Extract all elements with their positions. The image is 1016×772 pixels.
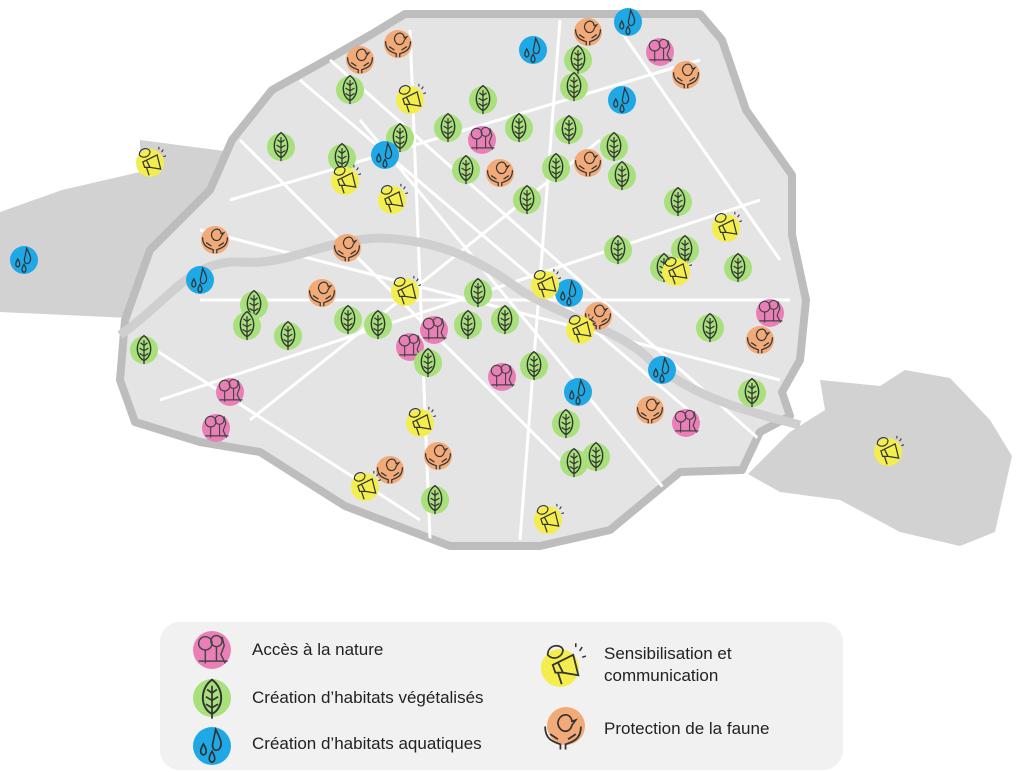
marker-green leaf-icon[interactable] [513,184,541,215]
marker-access people-nature-icon[interactable] [396,333,424,361]
marker-fauna bird-hands-icon[interactable] [384,30,412,58]
marker-fauna bird-hands-icon[interactable] [346,46,374,74]
legend-label: Création d’habitats aquatiques [252,734,482,753]
marker-green leaf-icon[interactable] [582,441,610,472]
marker-water water-drops-icon[interactable] [555,279,583,307]
marker-green leaf-icon[interactable] [724,252,752,283]
marker-green leaf-icon[interactable] [452,154,480,185]
marker-fauna bird-hands-icon[interactable] [333,234,361,262]
legend-item-green: Création d’habitats végétalisés [190,674,484,722]
marker-green leaf-icon[interactable] [738,377,766,408]
marker-fauna bird-hands-icon[interactable] [636,396,664,424]
marker-green leaf-icon[interactable] [564,44,592,75]
marker-aware megaphone-leaf-icon[interactable] [662,255,692,286]
marker-aware megaphone-leaf-icon[interactable] [874,435,904,466]
marker-access people-nature-icon[interactable] [420,316,448,344]
marker-green leaf-icon[interactable] [334,304,362,335]
marker-fauna bird-hands-icon[interactable] [672,61,700,89]
marker-access people-nature-icon[interactable] [488,363,516,391]
marker-green leaf-icon[interactable] [555,114,583,145]
leaf-icon [193,678,231,720]
marker-green leaf-icon[interactable] [328,142,356,173]
marker-green leaf-icon[interactable] [491,304,519,335]
legend: Accès à la nature Création d’habitats vé… [160,622,843,770]
marker-aware megaphone-leaf-icon[interactable] [391,275,421,306]
marker-fauna bird-hands-icon[interactable] [308,279,336,307]
marker-aware megaphone-leaf-icon[interactable] [396,83,426,114]
marker-green leaf-icon[interactable] [600,131,628,162]
marker-aware megaphone-leaf-icon[interactable] [378,183,408,214]
marker-fauna bird-hands-icon[interactable] [574,149,602,177]
marker-access people-nature-icon[interactable] [468,126,496,154]
marker-water water-drops-icon[interactable] [519,36,547,64]
marker-aware megaphone-leaf-icon[interactable] [712,211,742,242]
marker-water water-drops-icon[interactable] [564,378,592,406]
marker-green leaf-icon[interactable] [469,84,497,115]
marker-green leaf-icon[interactable] [671,234,699,265]
water-drops-icon [193,727,231,765]
people-nature-icon [193,631,231,669]
marker-access people-nature-icon[interactable] [646,38,674,66]
marker-green leaf-icon[interactable] [336,74,364,105]
marker-green leaf-icon[interactable] [130,334,158,365]
marker-green leaf-icon[interactable] [464,277,492,308]
marker-fauna bird-hands-icon[interactable] [574,18,602,46]
marker-green leaf-icon[interactable] [520,350,548,381]
marker-green leaf-icon[interactable] [267,131,295,162]
legend-label: Protection de la faune [604,719,770,738]
marker-aware megaphone-leaf-icon[interactable] [406,406,436,437]
marker-access people-nature-icon[interactable] [756,299,784,327]
marker-aware megaphone-leaf-icon[interactable] [534,503,564,534]
marker-green leaf-icon[interactable] [421,484,449,515]
paris-map [0,8,1012,550]
marker-fauna bird-hands-icon[interactable] [424,442,452,470]
megaphone-leaf-icon [541,642,586,687]
legend-label: Création d’habitats végétalisés [252,688,484,707]
marker-access people-nature-icon[interactable] [216,378,244,406]
marker-fauna bird-hands-icon[interactable] [486,159,514,187]
marker-green leaf-icon[interactable] [542,152,570,183]
marker-fauna bird-hands-icon[interactable] [746,326,774,354]
marker-green leaf-icon[interactable] [696,312,724,343]
marker-green leaf-icon[interactable] [552,408,580,439]
legend-item-water: Création d’habitats aquatiques [190,722,482,766]
marker-access people-nature-icon[interactable] [672,409,700,437]
marker-green leaf-icon[interactable] [434,112,462,143]
legend-item-fauna: Protection de la faune [540,706,769,752]
marker-water water-drops-icon[interactable] [371,141,399,169]
marker-water water-drops-icon[interactable] [10,246,38,274]
marker-water water-drops-icon[interactable] [614,8,642,36]
marker-green leaf-icon[interactable] [608,160,636,191]
marker-aware megaphone-leaf-icon[interactable] [136,146,166,177]
marker-aware megaphone-leaf-icon[interactable] [531,268,561,299]
marker-green leaf-icon[interactable] [604,234,632,265]
marker-green leaf-icon[interactable] [454,309,482,340]
marker-aware megaphone-leaf-icon[interactable] [351,470,381,501]
marker-green leaf-icon[interactable] [233,310,261,341]
legend-item-access: Accès à la nature [190,628,383,672]
marker-water water-drops-icon[interactable] [186,266,214,294]
marker-green leaf-icon[interactable] [414,347,442,378]
marker-fauna bird-hands-icon[interactable] [201,226,229,254]
marker-aware megaphone-leaf-icon[interactable] [566,313,596,344]
bird-hands-icon [544,707,585,751]
marker-green leaf-icon[interactable] [505,112,533,143]
marker-green leaf-icon[interactable] [664,186,692,217]
marker-green leaf-icon[interactable] [560,71,588,102]
marker-green leaf-icon[interactable] [364,309,392,340]
marker-green leaf-icon[interactable] [274,320,302,351]
marker-fauna bird-hands-icon[interactable] [376,456,404,484]
marker-aware megaphone-leaf-icon[interactable] [331,164,361,195]
marker-water water-drops-icon[interactable] [608,86,636,114]
marker-green leaf-icon[interactable] [560,447,588,478]
marker-water water-drops-icon[interactable] [648,356,676,384]
marker-access people-nature-icon[interactable] [202,414,230,442]
paris-boundary [116,10,810,550]
legend-label: Accès à la nature [252,640,384,659]
